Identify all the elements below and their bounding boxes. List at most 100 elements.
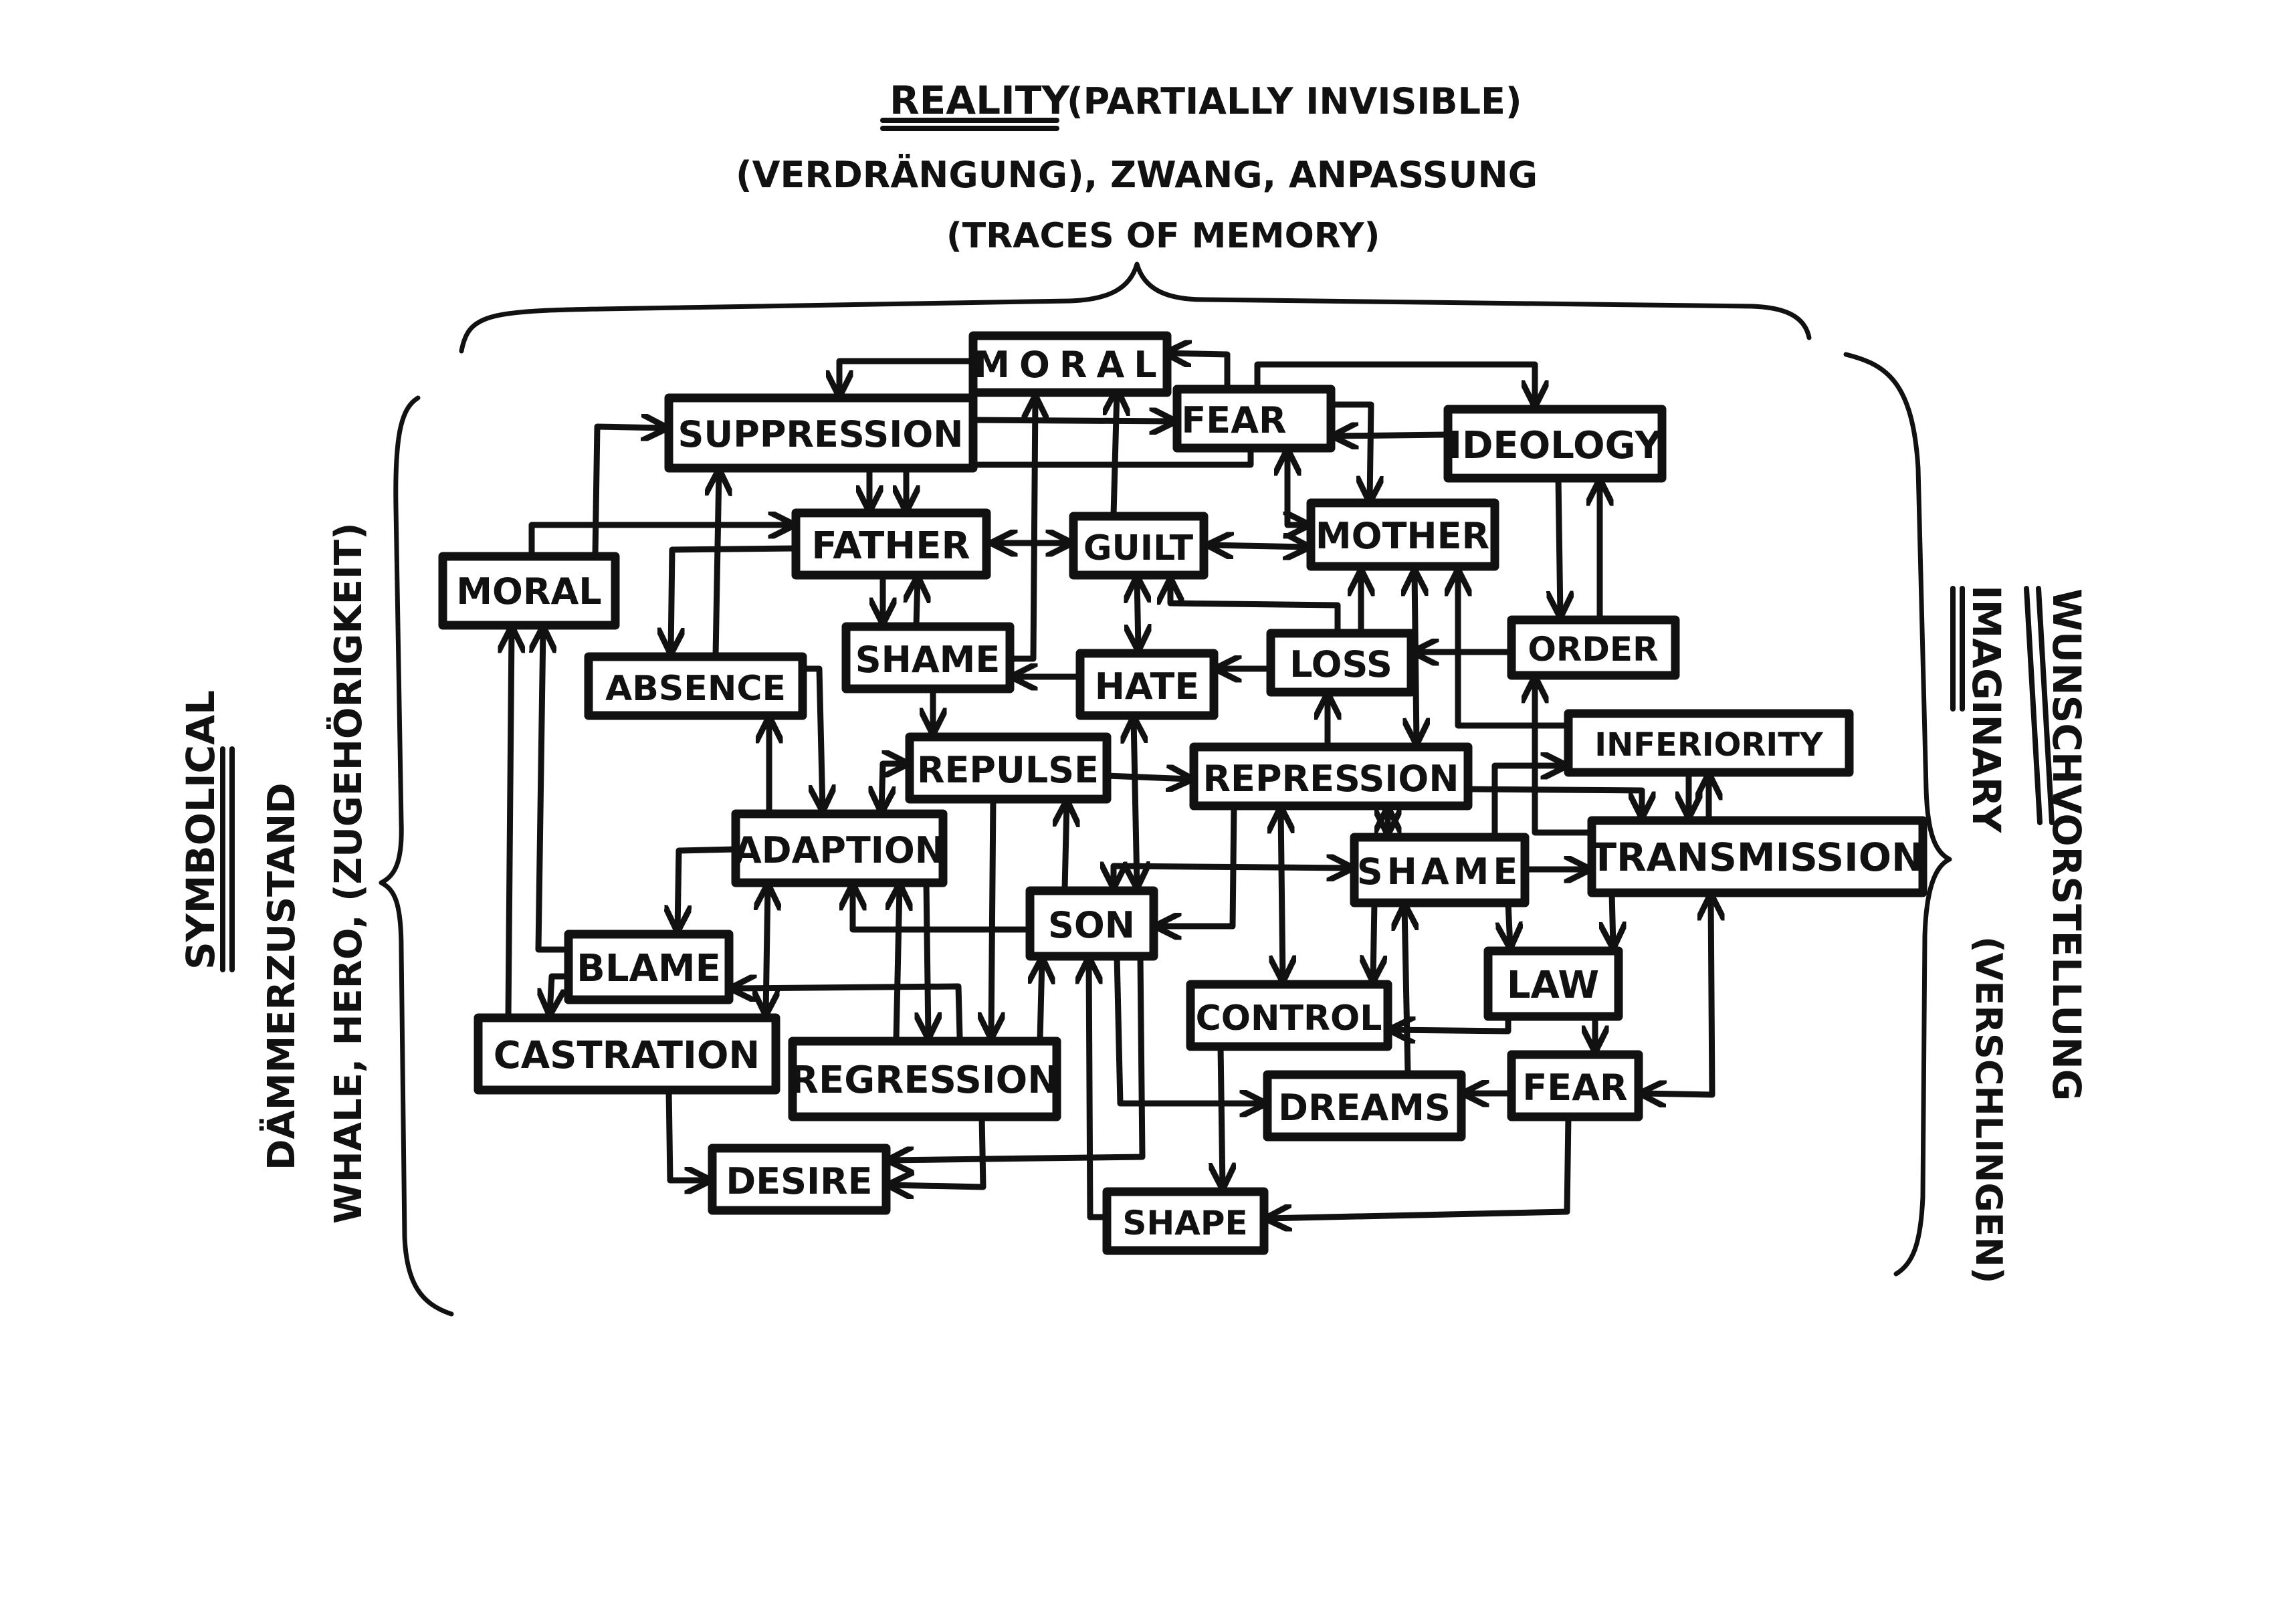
edge-control-to-shape	[1221, 1043, 1223, 1190]
edge-moral-left-to-father	[528, 525, 796, 558]
edge-inferiority-to-mother	[1458, 568, 1572, 729]
node-fear-top[interactable]: FEAR	[1172, 385, 1336, 453]
imaginary-note: (VERSCHLINGEN)	[1968, 936, 2010, 1283]
edge-repulse-to-repression	[1104, 776, 1190, 779]
node-moral-left[interactable]: MORAL	[438, 552, 620, 630]
edges	[508, 353, 1712, 1218]
edge-fear-top-to-ideology	[1254, 361, 1535, 408]
node-label: SHAME	[855, 639, 1001, 681]
node-label: BLAME	[577, 947, 721, 990]
edge-moral-top-to-suppression	[839, 358, 976, 398]
edge-moral-left-to-suppression	[592, 427, 669, 558]
node-ideology[interactable]: IDEOLOGY	[1443, 405, 1667, 483]
symbolical-side: SYMBOLICAL DÄMMERZUSTAND WHALE, HERO, (Z…	[178, 522, 371, 1224]
edge-hate-son	[1134, 716, 1137, 889]
edge-fear-top-to-mother	[1328, 401, 1371, 504]
edge-shame-mid-to-law	[1508, 899, 1510, 946]
node-label: FEAR	[1522, 1067, 1627, 1109]
nodes: MORAL SUPPRESSION FEAR IDEOLOGY MORAL FA…	[438, 331, 1927, 1255]
edge-adaption-to-regression	[926, 879, 928, 1040]
edge-blame-to-moral-left	[538, 625, 572, 953]
node-repression[interactable]: REPRESSION	[1189, 742, 1473, 810]
edge-fear-top-to-moral-top	[1164, 353, 1231, 391]
node-repulse[interactable]: REPULSE	[905, 732, 1112, 804]
node-label: ORDER	[1528, 630, 1658, 669]
edge-castration-to-moral-left	[508, 625, 512, 1020]
node-label: DREAMS	[1278, 1087, 1451, 1129]
wunsch-underline-1	[2024, 586, 2043, 825]
node-shape[interactable]: SHAPE	[1102, 1187, 1269, 1255]
node-blame[interactable]: BLAME	[564, 930, 734, 1004]
edge-regression-to-desire	[886, 1113, 986, 1187]
node-desire[interactable]: DESIRE	[708, 1144, 891, 1215]
node-order[interactable]: ORDER	[1507, 615, 1680, 680]
edge-father-to-absence	[671, 545, 799, 655]
reality-header: REALITY (PARTIALLY INVISIBLE) (VERDRÄNGU…	[736, 78, 1538, 256]
node-label: REPULSE	[917, 749, 1099, 791]
edge-fear-bottom-to-shape	[1267, 1113, 1572, 1218]
edge-fear-top-to-father	[906, 445, 1254, 513]
edge-transmission-to-law	[1612, 889, 1613, 946]
reality-note: (PARTIALLY INVISIBLE)	[1067, 80, 1522, 122]
node-label: TRANSMISSION	[1590, 835, 1923, 880]
node-adaption[interactable]: ADAPTION	[731, 809, 948, 887]
node-label: FATHER	[811, 524, 970, 568]
edge-shape-to-son	[1089, 956, 1110, 1220]
node-label: LOSS	[1289, 643, 1392, 685]
node-transmission[interactable]: TRANSMISSION	[1587, 816, 1927, 897]
edge-loss-to-guilt	[1170, 577, 1341, 635]
node-mother[interactable]: MOTHER	[1306, 498, 1499, 571]
edge-castration-to-desire	[665, 1087, 712, 1180]
reality-label: REALITY	[890, 78, 1070, 123]
reality-line3: (TRACES OF MEMORY)	[946, 216, 1380, 256]
node-dreams[interactable]: DREAMS	[1263, 1070, 1466, 1142]
node-castration[interactable]: CASTRATION	[474, 1013, 780, 1095]
symbolical-line3: WHALE, HERO, (ZUGEHÖRIGKEIT)	[327, 522, 371, 1224]
node-label: GUILT	[1083, 528, 1194, 568]
node-label: SUPPRESSION	[678, 413, 964, 455]
node-shame-mid[interactable]: SHAME	[1350, 833, 1530, 907]
edge-regression-to-son	[1040, 960, 1042, 1043]
node-loss[interactable]: LOSS	[1266, 629, 1416, 697]
edge-regression-to-blame	[729, 986, 963, 1040]
node-absence[interactable]: ABSENCE	[584, 652, 807, 720]
symbolical-title: SYMBOLICAL	[178, 690, 223, 970]
node-inferiority[interactable]: INFERIORITY	[1564, 709, 1854, 777]
edge-repression-control	[1281, 806, 1283, 983]
node-suppression[interactable]: SUPPRESSION	[664, 393, 978, 473]
node-label: MORAL	[456, 570, 601, 613]
node-shame-top[interactable]: SHAME	[841, 622, 1015, 693]
edge-regression-to-adaption	[896, 883, 900, 1043]
node-fear-bottom[interactable]: FEAR	[1507, 1050, 1643, 1121]
node-guilt[interactable]: GUILT	[1069, 512, 1209, 580]
node-label: LAW	[1507, 964, 1599, 1007]
node-law[interactable]: LAW	[1483, 946, 1623, 1021]
edge-repression-to-transmission	[1465, 786, 1642, 819]
top-brace	[459, 261, 1812, 354]
edge-shame-mid-to-control	[1373, 899, 1374, 983]
edge-repression-to-son	[1154, 802, 1237, 926]
node-label: DESIRE	[726, 1160, 872, 1202]
edge-suppression-to-fear-top	[970, 420, 1177, 421]
node-label: SHAPE	[1122, 1204, 1247, 1242]
node-label: HATE	[1095, 665, 1200, 708]
edge-adaption-castration	[766, 883, 768, 1016]
node-control[interactable]: CONTROL	[1186, 980, 1392, 1051]
edge-shame-top-to-moral-top	[1007, 395, 1035, 662]
node-moral-top[interactable]: MORAL	[968, 331, 1172, 397]
node-label: MOTHER	[1316, 515, 1489, 557]
edge-absence-to-suppression	[716, 468, 719, 659]
node-hate[interactable]: HATE	[1075, 649, 1219, 720]
edge-shame-top-to-father	[916, 578, 918, 629]
node-son[interactable]: SON	[1025, 886, 1158, 961]
reality-line2: (VERDRÄNGUNG), ZWANG, ANPASSUNG	[736, 154, 1538, 196]
node-regression[interactable]: REGRESSION	[788, 1037, 1061, 1121]
node-label: IDEOLOGY	[1448, 424, 1663, 467]
node-father[interactable]: FATHER	[791, 508, 991, 580]
wunsch-underline-2	[2036, 586, 2055, 825]
node-label: REGRESSION	[790, 1059, 1059, 1102]
edge-son-to-adaption	[853, 883, 1033, 933]
node-label: ABSENCE	[605, 669, 786, 709]
right-brace	[1843, 352, 1952, 1277]
